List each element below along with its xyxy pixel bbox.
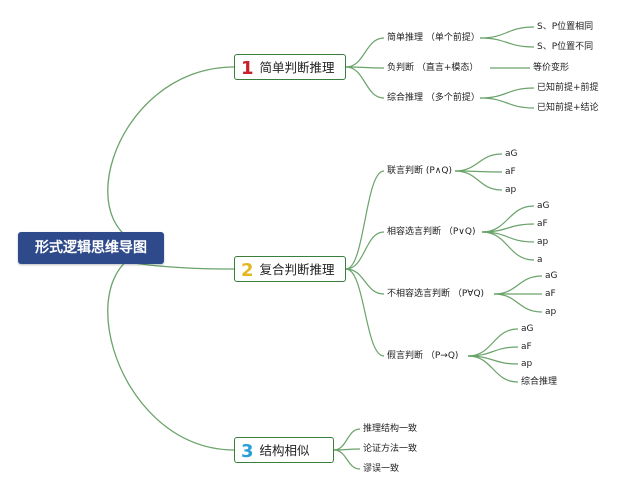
leaf-ag[interactable]: aG: [505, 149, 518, 159]
leaf-ap[interactable]: ap: [521, 359, 533, 369]
branch-simple-judgment[interactable]: 1 简单判断推理: [234, 54, 346, 80]
branch-label: 简单判断推理: [259, 60, 335, 75]
leaf-a[interactable]: a: [537, 255, 543, 265]
leaf-connector: [479, 87, 535, 99]
branch-number-3: 3: [241, 441, 254, 462]
root-to-branch-3-connector: [107, 247, 235, 451]
leaf-premise-premise[interactable]: 已知前提+前提: [537, 83, 599, 93]
leaf-ag[interactable]: aG: [537, 201, 550, 211]
leaf-connector: [479, 97, 535, 109]
leaf-ap[interactable]: ap: [537, 237, 549, 247]
leaf-equivalent-transform[interactable]: 等价变形: [533, 63, 570, 73]
branch-2-child-connector: [345, 231, 385, 270]
root-node[interactable]: 形式逻辑思维导图: [18, 232, 164, 264]
leaf-connector: [454, 170, 503, 191]
branch-2-child-connector: [345, 170, 385, 270]
leaf-af[interactable]: aF: [545, 289, 556, 299]
leaf-sp-different[interactable]: S、P位置不同: [537, 42, 594, 52]
leaf-connector: [479, 37, 535, 48]
leaf-comprehensive-inference[interactable]: 综合推理: [521, 377, 558, 387]
node-compatible-disjunctive[interactable]: 相容选言判断 （P∨Q): [387, 227, 476, 237]
leaf-af[interactable]: aF: [521, 342, 532, 352]
leaf-sp-same[interactable]: S、P位置相同: [537, 22, 594, 32]
leaf-af[interactable]: aF: [537, 219, 548, 229]
node-incompatible-disjunctive[interactable]: 不相容选言判断 （P∀Q): [387, 289, 485, 299]
branch-2-child-connector: [345, 268, 385, 295]
node-hypothetical-judgment[interactable]: 假言判断 （P→Q): [387, 351, 459, 361]
branch-label: 复合判断推理: [259, 262, 335, 277]
leaf-connector: [493, 275, 543, 295]
branch-number-2: 2: [241, 260, 254, 281]
branch-compound-judgment[interactable]: 2 复合判断推理: [234, 256, 346, 282]
branch-label: 结构相似: [259, 443, 310, 458]
leaf-ag[interactable]: aG: [521, 324, 534, 334]
node-comprehensive-inference[interactable]: 综合推理 （多个前提）: [387, 93, 480, 103]
branch-3-child-connector: [333, 428, 361, 451]
leaf-ap[interactable]: ap: [545, 307, 557, 317]
node-fallacy-consistent[interactable]: 谬误一致: [363, 464, 400, 474]
leaf-ap[interactable]: ap: [505, 185, 517, 195]
node-simple-inference[interactable]: 简单推理 （单个前提）: [387, 33, 480, 43]
leaf-connector: [467, 355, 519, 383]
leaf-connector: [479, 26, 535, 39]
leaf-connector: [481, 231, 535, 261]
root-to-branch-1-connector: [107, 66, 235, 249]
branch-1-child-connector: [345, 37, 385, 68]
node-argument-method-consistent[interactable]: 论证方法一致: [363, 444, 418, 454]
node-negative-judgment[interactable]: 负判断 （直言+模态）: [387, 63, 479, 73]
branch-2-child-connector: [345, 268, 385, 357]
root-label: 形式逻辑思维导图: [35, 240, 147, 256]
leaf-premise-conclusion[interactable]: 已知前提+结论: [537, 103, 599, 113]
leaf-ag[interactable]: aG: [545, 271, 558, 281]
branch-number-1: 1: [241, 58, 254, 79]
leaf-connector: [493, 293, 543, 313]
leaf-connector: [454, 153, 503, 172]
branch-3-child-connector: [333, 449, 361, 470]
branch-structural-similarity[interactable]: 3 结构相似: [234, 437, 334, 463]
node-conjunctive-judgment[interactable]: 联言判断 (P∧Q): [387, 166, 452, 176]
node-structure-consistent[interactable]: 推理结构一致: [363, 424, 418, 434]
branch-1-child-connector: [345, 66, 385, 99]
leaf-af[interactable]: aF: [505, 167, 516, 177]
